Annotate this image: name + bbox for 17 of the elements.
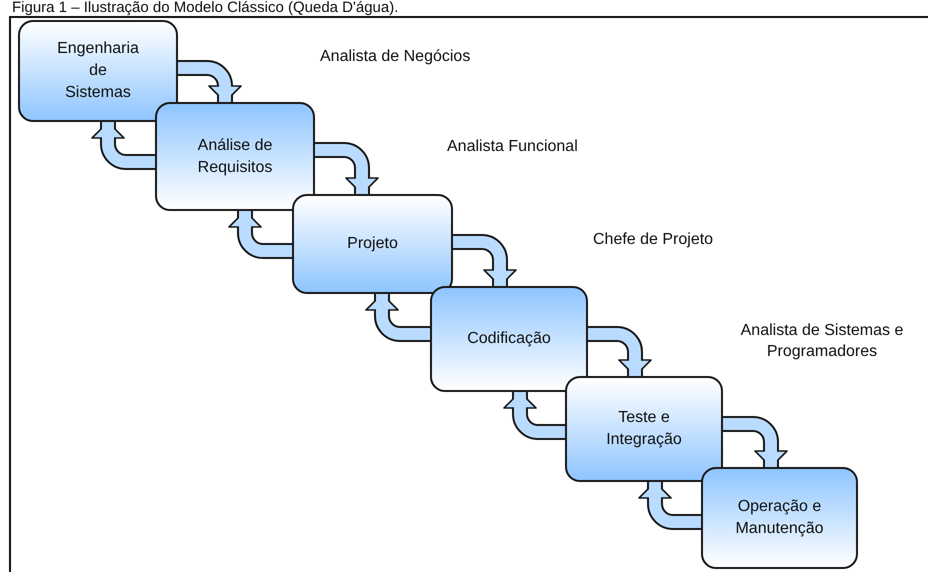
box-label: Projeto — [347, 234, 398, 254]
process-box — [18, 20, 178, 122]
role-label: Chefe de Projeto — [593, 230, 714, 250]
process-box — [292, 194, 453, 294]
box-label: Engenharia de Sistemas — [57, 39, 139, 103]
process-box — [701, 467, 858, 569]
process-box — [565, 376, 723, 482]
box-label: Operação e Manutenção — [735, 497, 824, 539]
box-label: Análise de Requisitos — [198, 136, 272, 178]
box-label: Codificação — [467, 329, 551, 349]
figure-title: Figura 1 – Ilustração do Modelo Clássico (Queda D'água). — [12, 0, 398, 16]
process-box — [155, 102, 315, 211]
box-label: Teste e Integração — [606, 408, 682, 450]
role-label: Analista Funcional — [447, 137, 578, 157]
role-label: Analista de Sistemas e Programadores — [740, 321, 904, 362]
role-label: Analista de Negócios — [320, 47, 470, 67]
process-box — [430, 286, 588, 392]
